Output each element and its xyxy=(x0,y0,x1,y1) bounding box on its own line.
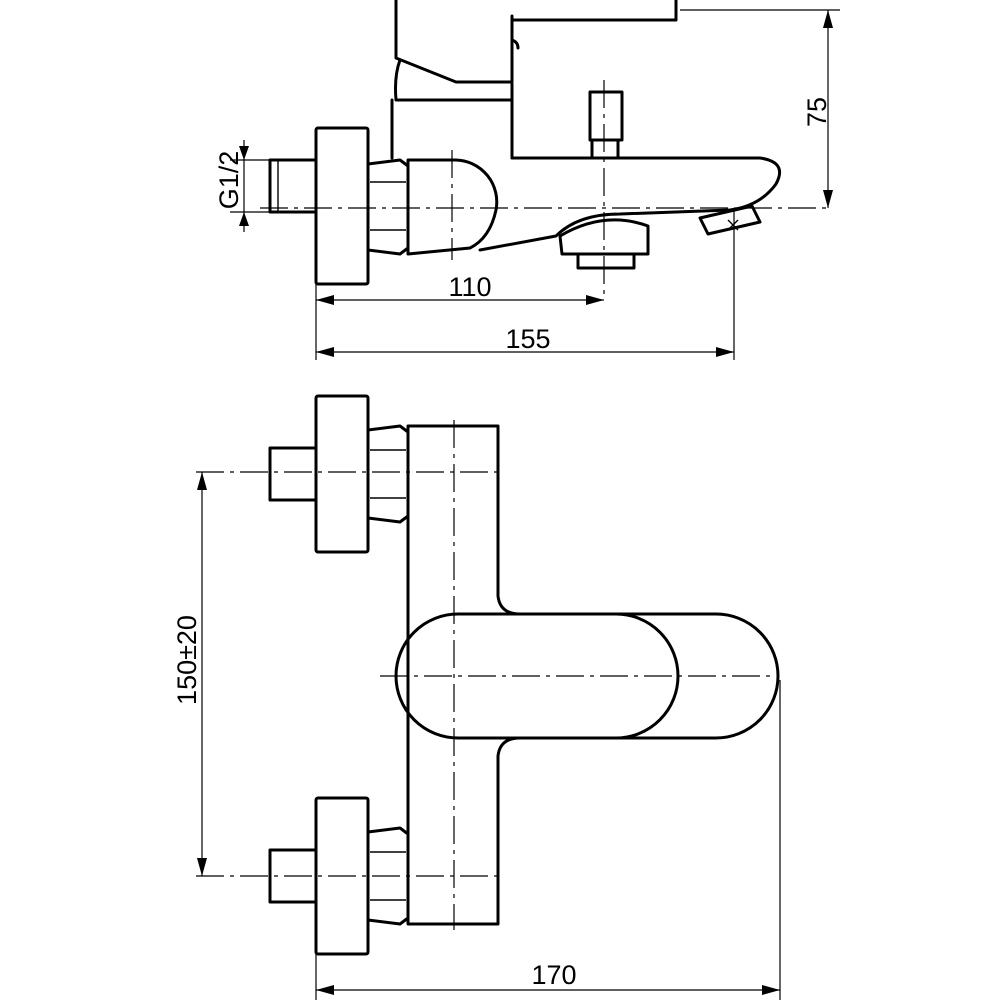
side-mixer-body xyxy=(406,158,499,256)
dim-overall-width: 170 xyxy=(531,960,576,990)
front-upper-inlet-pipe xyxy=(268,446,318,502)
dim-height-top: 75 xyxy=(802,97,832,127)
side-shower-outlet xyxy=(558,218,650,256)
side-hose-connector xyxy=(576,252,636,270)
dim-inlet-spacing: 150±20 xyxy=(172,615,202,705)
front-lever xyxy=(394,612,680,740)
side-cartridge-housing xyxy=(390,98,514,160)
side-lever-handle xyxy=(394,0,678,84)
side-diverter-knob xyxy=(588,90,624,142)
front-view xyxy=(196,394,780,956)
side-aerator xyxy=(698,204,762,236)
front-upper-flange xyxy=(314,394,370,554)
front-mixer-body xyxy=(406,424,780,926)
dim-inlet-to-spout: 110 xyxy=(448,272,491,302)
front-view-dimensions: 150±20 170 xyxy=(172,472,781,1000)
side-hex-nut xyxy=(366,158,410,256)
dim-thread: G1/2 xyxy=(214,151,244,210)
front-upper-hex-nut xyxy=(366,424,410,524)
dim-overall-depth: 155 xyxy=(505,324,550,354)
side-inlet-pipe xyxy=(268,158,318,214)
side-wall-flange xyxy=(314,126,370,286)
side-view xyxy=(260,0,830,300)
side-view-dimensions: 75 G1/2 110 155 xyxy=(214,9,840,360)
side-spout xyxy=(478,156,781,252)
